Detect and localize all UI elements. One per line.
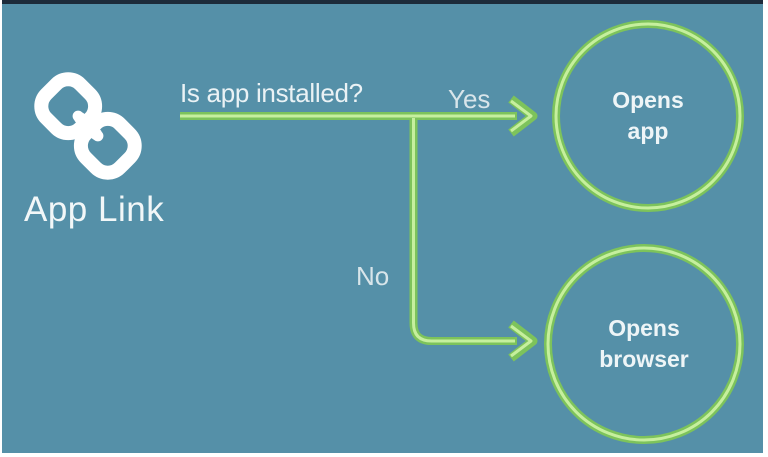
top-border [0,0,768,4]
no-branch-label: No [356,261,390,291]
no-arrowhead-icon [508,320,538,362]
question-label: Is app installed? [180,78,363,108]
bottom-border [0,453,768,457]
app-link-label: App Link [24,190,165,229]
right-border [763,0,768,457]
yes-branch-label: Yes [448,84,491,114]
outcome-browser-line1: Opens [608,315,680,341]
outcome-browser-line2: browser [599,346,689,372]
yes-arrow [180,95,538,137]
chain-link-icon [34,72,142,180]
outcome-app-line1: Opens [612,87,684,113]
outcome-browser-label: Opens browser [582,313,706,375]
opens-app-circle [552,20,744,212]
no-arrow [409,118,538,362]
outcome-app-line2: app [627,118,669,144]
outcome-app-label: Opens app [586,85,710,147]
opens-browser-circle [544,244,744,444]
left-border [0,0,2,457]
yes-arrowhead-icon [508,95,538,137]
